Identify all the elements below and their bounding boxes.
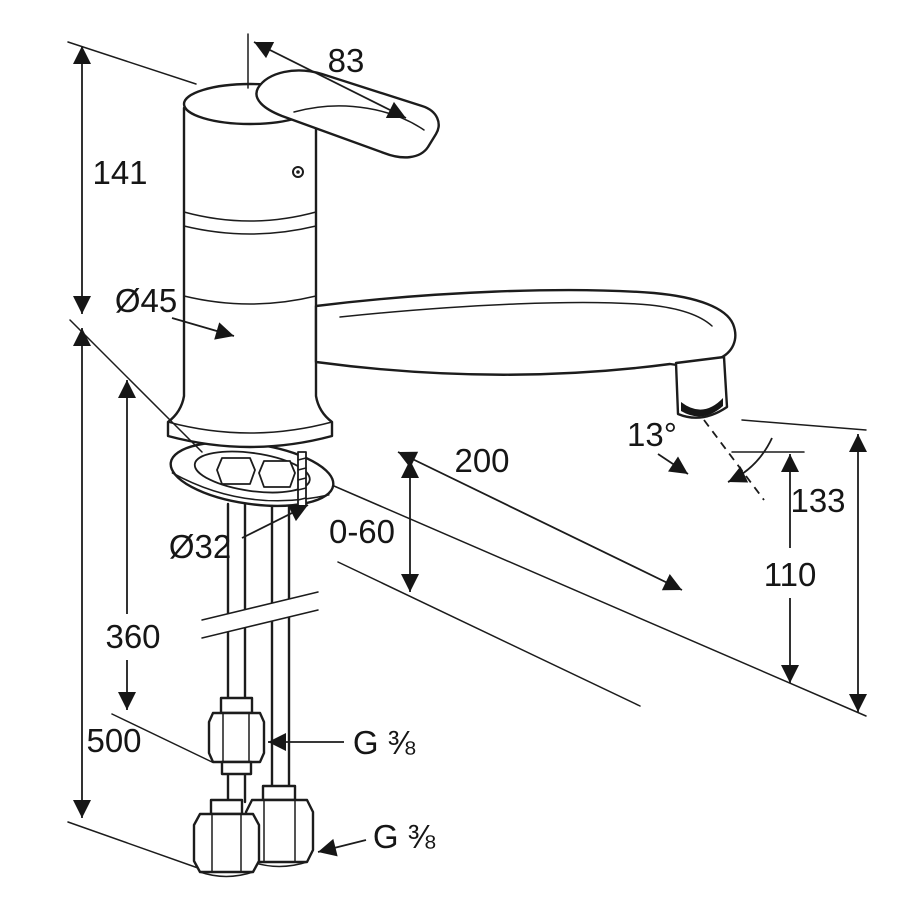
pipe-break — [201, 591, 319, 639]
dim-13deg: 13° — [627, 416, 773, 501]
dim-133-label: 133 — [790, 482, 845, 519]
dim-d32: Ø32 — [169, 504, 309, 565]
dim-83-label: 83 — [328, 42, 365, 79]
right-collar — [261, 784, 297, 802]
connector-facets — [222, 712, 250, 763]
dim-d45: Ø45 — [115, 282, 235, 340]
base-ring — [167, 421, 333, 434]
thread-lower: G ⅜ — [317, 818, 436, 857]
left-collar — [209, 798, 244, 816]
dim-133: 133 — [741, 419, 867, 712]
under-deck-fittings — [216, 451, 307, 507]
escutcheon-inner — [193, 450, 311, 494]
dim-500: 500 — [67, 328, 199, 869]
dim-0-60-label: 0-60 — [329, 513, 395, 550]
dim-13deg-leader — [657, 453, 689, 475]
dim-d32-label: Ø32 — [169, 528, 231, 565]
left-hex-facets — [211, 813, 242, 873]
aerator — [674, 355, 729, 419]
temperature-dot-center — [296, 170, 300, 174]
thread-upper: G ⅜ — [268, 724, 416, 761]
connector-ferrule — [219, 696, 254, 715]
spray-axis-dashed — [703, 419, 765, 501]
dim-0-60: 0-60 — [329, 460, 641, 707]
connector-hex-nut — [207, 711, 266, 764]
dim-360: 360 — [105, 380, 213, 763]
dim-83: 83 — [247, 33, 407, 119]
hose-connector-upper — [207, 696, 266, 776]
faucet-body — [166, 106, 334, 449]
dim-13deg-label: 13° — [627, 416, 677, 453]
bottom-connectors — [192, 784, 315, 878]
escutcheon-rim — [171, 472, 330, 502]
dim-d45-leader — [171, 317, 235, 340]
spout-outline — [314, 288, 737, 376]
body-seams — [183, 211, 317, 305]
dim-360-label: 360 — [105, 618, 160, 655]
dimension-annotations: 83 141 Ø45 200 0-60 Ø32 — [67, 33, 867, 869]
dim-141-ext-bottom — [69, 319, 203, 453]
thread-lower-label: G ⅜ — [373, 818, 436, 855]
thread-lower-leader — [317, 838, 367, 857]
angle-arc-arrow — [727, 437, 773, 483]
spout — [314, 288, 737, 419]
fitting-hex-left — [216, 457, 256, 485]
dim-500-label: 500 — [86, 722, 141, 759]
deck-reference-line — [333, 485, 867, 717]
connector-collar — [220, 760, 253, 776]
dim-83-line — [253, 41, 407, 119]
break-gap — [202, 592, 318, 638]
hose-left — [226, 502, 247, 804]
body-shell — [166, 106, 334, 449]
dim-141-label: 141 — [92, 154, 147, 191]
aerator-outlet — [681, 398, 723, 417]
dim-d32-leader — [241, 504, 309, 539]
left-hex-bottom — [199, 871, 254, 878]
dim-0-60-ext — [337, 561, 641, 707]
thread-upper-label: G ⅜ — [353, 724, 416, 761]
dim-200-label: 200 — [454, 442, 509, 479]
dim-200: 200 — [397, 442, 683, 591]
spout-top-edge — [339, 301, 713, 327]
faucet — [166, 69, 737, 878]
right-hex-facets — [263, 799, 296, 863]
dim-110-label: 110 — [764, 556, 817, 593]
stud-threads — [297, 457, 307, 501]
dim-d45-label: Ø45 — [115, 282, 177, 319]
supply-hoses — [226, 502, 291, 804]
dim-360-ext-bottom — [111, 713, 213, 763]
dim-110: 110 — [731, 451, 817, 683]
hose-right — [270, 504, 291, 802]
dim-500-ext-bottom — [67, 821, 199, 869]
dim-141: 141 — [67, 41, 203, 453]
fitting-hex-right — [258, 460, 296, 488]
break-lines — [201, 591, 319, 639]
temperature-dot — [292, 166, 304, 178]
dim-133-ext-top — [741, 419, 867, 431]
dim-200-line — [397, 451, 683, 591]
left-hex-nut — [192, 812, 261, 874]
dim-141-ext-top — [67, 41, 197, 85]
